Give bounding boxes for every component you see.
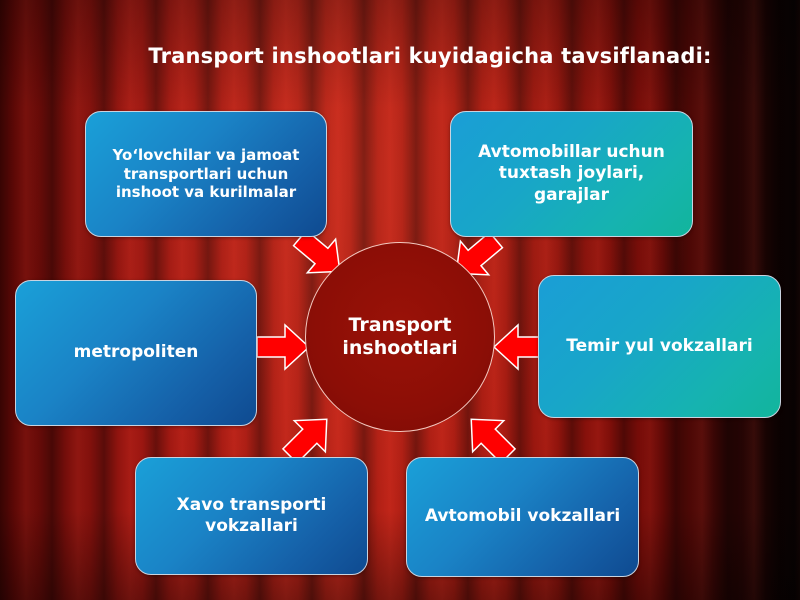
box-passenger-facilities-label: Yo‘lovchilar va jamoat transportlari uch… bbox=[112, 145, 300, 202]
box-railway-stations-label: Temir yul vokzallari bbox=[566, 335, 753, 356]
box-air-terminals-label: Xavo transporti vokzallari bbox=[176, 494, 327, 536]
box-metro: metropoliten bbox=[15, 280, 257, 426]
box-metro-label: metropoliten bbox=[73, 342, 199, 363]
arrow-left bbox=[256, 324, 310, 370]
box-passenger-facilities: Yo‘lovchilar va jamoat transportlari uch… bbox=[85, 111, 327, 237]
box-air-terminals: Xavo transporti vokzallari bbox=[135, 457, 368, 575]
box-railway-stations: Temir yul vokzallari bbox=[538, 275, 781, 418]
center-circle: Transport inshootlari bbox=[305, 242, 495, 432]
box-parking-garages-label: Avtomobillar uchun tuxtash joylari, gara… bbox=[478, 142, 665, 205]
box-parking-garages: Avtomobillar uchun tuxtash joylari, gara… bbox=[450, 111, 693, 237]
page-title: Transport inshootlari kuyidagicha tavsif… bbox=[148, 44, 712, 68]
box-bus-stations-label: Avtomobil vokzallari bbox=[424, 506, 621, 527]
center-label: Transport inshootlari bbox=[342, 314, 458, 359]
box-bus-stations: Avtomobil vokzallari bbox=[406, 457, 639, 577]
